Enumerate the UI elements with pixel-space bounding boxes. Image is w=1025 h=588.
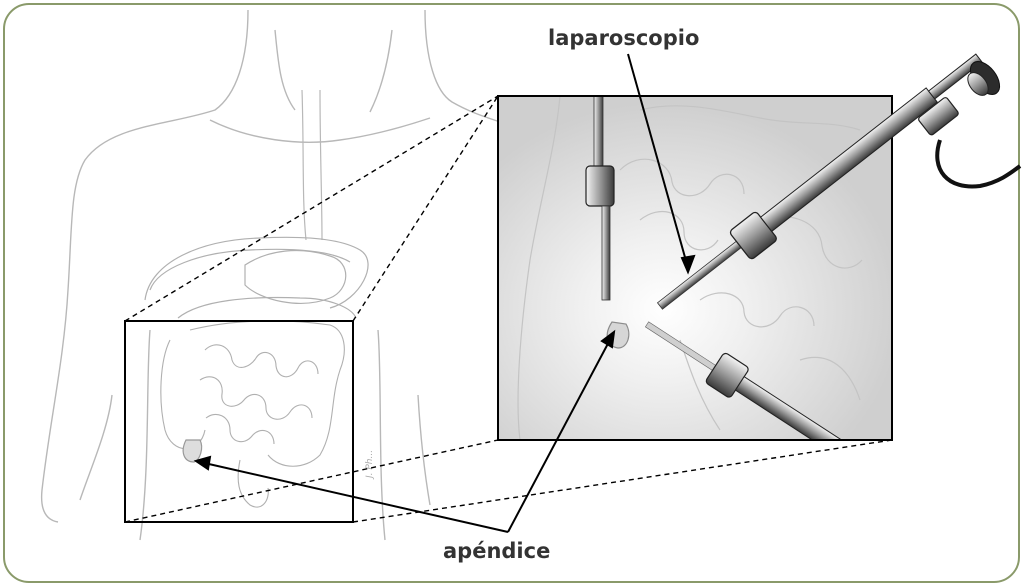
label-laparoscope: laparoscopio — [548, 26, 699, 50]
torso-outline — [42, 10, 520, 540]
intestines — [161, 321, 344, 507]
region-highlight-box — [125, 321, 353, 522]
appendix-left — [183, 440, 201, 462]
stomach-liver — [145, 237, 368, 318]
artist-signature: J. Ph... — [365, 450, 375, 480]
esophagus — [302, 90, 322, 240]
label-appendix: apéndice — [443, 539, 550, 563]
